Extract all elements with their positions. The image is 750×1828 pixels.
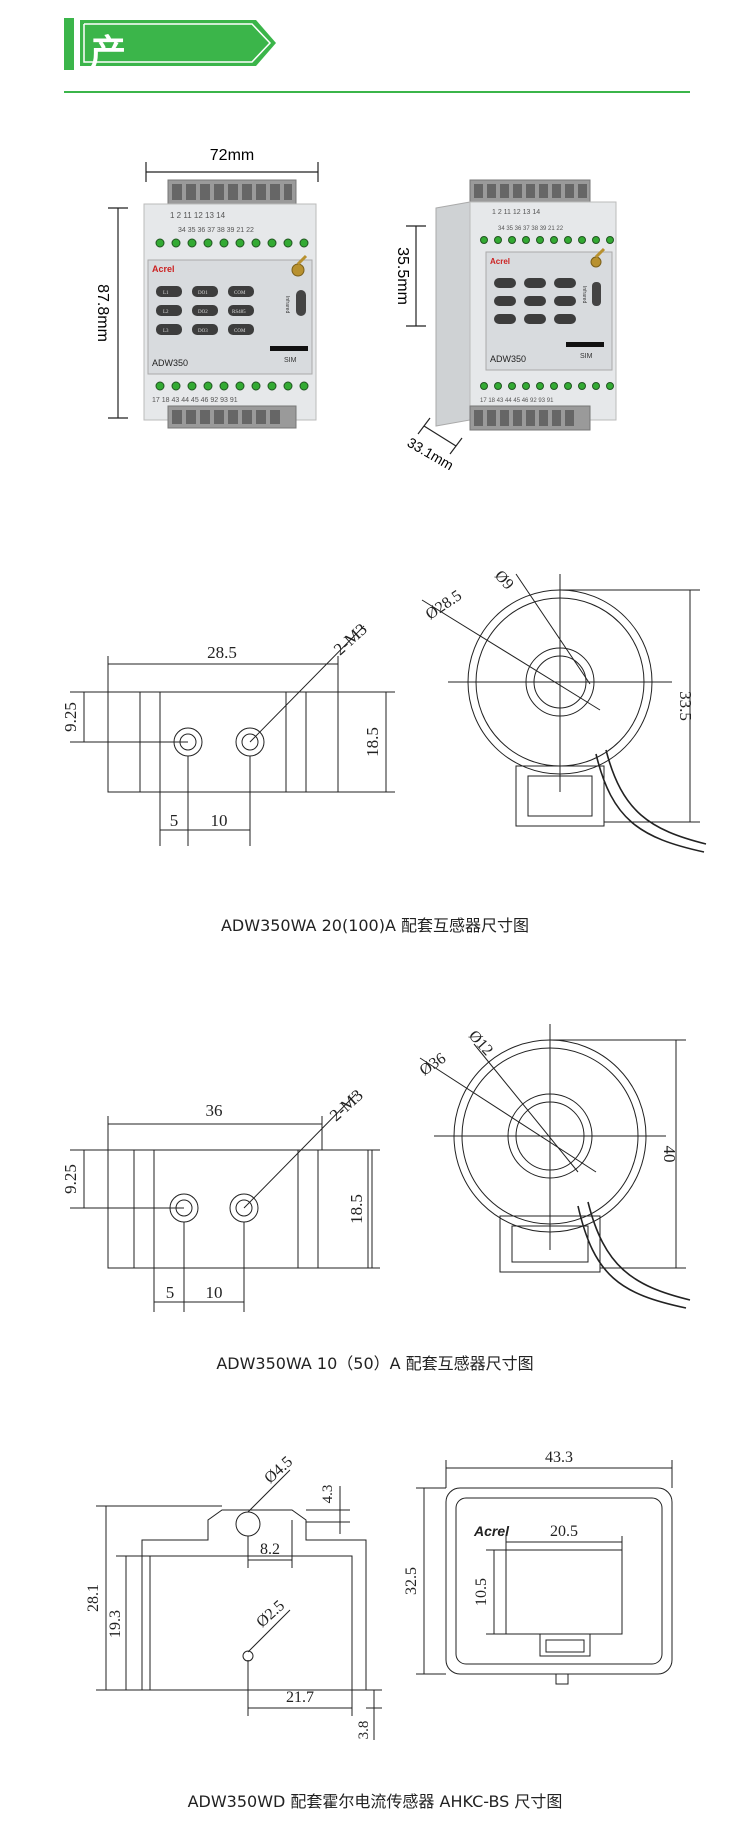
ct1-inner-dia: Ø9 bbox=[491, 567, 517, 593]
ct1-width-dim: 28.5 bbox=[207, 643, 237, 662]
front-height-label: 87.8mm bbox=[94, 284, 111, 342]
key-label: DO3 bbox=[198, 329, 208, 334]
hall-body-height: 19.3 bbox=[107, 1610, 124, 1638]
device-side-view: 1 2 11 12 13 14 34 35 36 37 38 39 21 22 … bbox=[394, 179, 617, 473]
ct1-height-dim: 18.5 bbox=[363, 727, 382, 757]
hall-hole-offset: 8.2 bbox=[260, 1541, 280, 1558]
key-label: DO2 bbox=[198, 310, 208, 315]
header-accent-bar bbox=[64, 18, 74, 70]
hall-hole-small: Ø2.5 bbox=[253, 1597, 288, 1631]
front-infrared-label: Infrared bbox=[284, 296, 290, 313]
key-label: L2 bbox=[163, 310, 169, 315]
device-photos: 72mm 87.8mm 1 2 11 12 13 14 34 35 36 37 … bbox=[0, 130, 750, 473]
side-mid-terminals: 34 35 36 37 38 39 21 22 bbox=[498, 226, 564, 232]
side-step-label: 33.1mm bbox=[405, 434, 457, 470]
ct1-pitch-dim: 10 bbox=[211, 811, 228, 830]
drawing-ct-20a: 28.5 2-M3 9.25 18.5 5 10 Ø28.5 Ø9 33.5 bbox=[0, 560, 750, 880]
header-divider bbox=[64, 91, 690, 93]
hall-front-width: 43.3 bbox=[545, 1449, 573, 1466]
caption-hall-sensor: ADW350WD 配套霍尔电流传感器 AHKC-BS 尺寸图 bbox=[187, 1792, 563, 1811]
side-top-terminals: 1 2 11 12 13 14 bbox=[492, 209, 540, 216]
ct2-pitch-dim: 10 bbox=[206, 1283, 223, 1302]
hall-top-gap: 4.3 bbox=[320, 1485, 336, 1504]
device-front-view: 72mm 87.8mm 1 2 11 12 13 14 34 35 36 37 … bbox=[94, 147, 319, 429]
key-label: DO1 bbox=[198, 291, 208, 296]
hall-front-view: Acrel 43.3 32.5 20.5 10.5 bbox=[403, 1449, 673, 1685]
ct-front-view: 28.5 2-M3 9.25 18.5 5 10 bbox=[61, 620, 395, 846]
ct2-left-offset-dim: 5 bbox=[166, 1283, 175, 1302]
ct-side-view: Ø36 Ø12 40 bbox=[417, 1024, 691, 1309]
ct2-outer-dia: Ø36 bbox=[417, 1050, 449, 1080]
hall-total-height: 28.1 bbox=[85, 1584, 102, 1612]
ct1-offset-y-dim: 9.25 bbox=[61, 702, 80, 732]
caption-ct-20a: ADW350WA 20(100)A 配套互感器尺寸图 bbox=[220, 916, 530, 935]
ct1-hole-label: 2-M3 bbox=[330, 620, 371, 659]
front-top-terminals: 1 2 11 12 13 14 bbox=[170, 211, 226, 220]
header-badge-shape bbox=[80, 20, 276, 66]
side-bottom-terminals: 17 18 43 44 45 46 92 93 91 bbox=[480, 398, 554, 404]
hall-window-height: 10.5 bbox=[473, 1578, 490, 1606]
ct-front-view: 36 2-M3 9.25 18.5 5 10 bbox=[61, 1086, 380, 1312]
front-brand-logo: Acrel bbox=[152, 264, 175, 274]
ct1-outer-dia: Ø28.5 bbox=[423, 587, 465, 623]
side-sim-label: SIM bbox=[580, 353, 593, 360]
ct1-left-offset-dim: 5 bbox=[170, 811, 179, 830]
page-title: 产品尺寸 bbox=[90, 33, 129, 230]
key-label: COM bbox=[234, 329, 246, 334]
side-depth-label: 35.5mm bbox=[394, 247, 411, 305]
hall-front-height: 32.5 bbox=[403, 1567, 420, 1595]
ct2-offset-y-dim: 9.25 bbox=[61, 1164, 80, 1194]
ct2-width-dim: 36 bbox=[206, 1101, 223, 1120]
front-sim-label: SIM bbox=[284, 357, 297, 364]
side-brand-logo: Acrel bbox=[490, 257, 510, 266]
key-label: COM bbox=[234, 291, 246, 296]
ct2-inner-dia: Ø12 bbox=[465, 1027, 496, 1059]
key-label: RS485 bbox=[232, 310, 246, 315]
caption-ct-10a: ADW350WA 10（50）A 配套互感器尺寸图 bbox=[216, 1354, 534, 1373]
hall-side-view: Ø4.5 4.3 28.1 19.3 8.2 Ø2.5 21.7 3.8 bbox=[85, 1453, 382, 1740]
front-mid-terminals: 34 35 36 37 38 39 21 22 bbox=[178, 227, 254, 234]
hall-bottom-width: 21.7 bbox=[286, 1689, 314, 1706]
side-model-label: ADW350 bbox=[490, 354, 526, 364]
ct2-hole-label: 2-M3 bbox=[326, 1086, 367, 1125]
front-model-label: ADW350 bbox=[152, 358, 188, 368]
ct1-side-height: 33.5 bbox=[676, 691, 695, 721]
ct2-side-height: 40 bbox=[660, 1146, 679, 1163]
drawing-ct-10a: 36 2-M3 9.25 18.5 5 10 Ø36 Ø12 40 bbox=[0, 1000, 750, 1330]
side-infrared-label: Infrared bbox=[581, 286, 587, 303]
front-bottom-terminals: 17 18 43 44 45 46 92 93 91 bbox=[152, 397, 238, 404]
hall-window-width: 20.5 bbox=[550, 1523, 578, 1540]
ct-side-view: Ø28.5 Ø9 33.5 bbox=[421, 567, 707, 853]
key-label: L3 bbox=[163, 329, 169, 334]
hall-bottom-gap: 3.8 bbox=[356, 1721, 372, 1740]
key-label: L1 bbox=[163, 291, 169, 296]
front-width-label: 72mm bbox=[210, 147, 254, 164]
hall-brand-logo: Acrel bbox=[473, 1523, 510, 1539]
ct2-height-dim: 18.5 bbox=[347, 1194, 366, 1224]
drawing-hall-sensor: Ø4.5 4.3 28.1 19.3 8.2 Ø2.5 21.7 3.8 Acr… bbox=[0, 1440, 750, 1760]
